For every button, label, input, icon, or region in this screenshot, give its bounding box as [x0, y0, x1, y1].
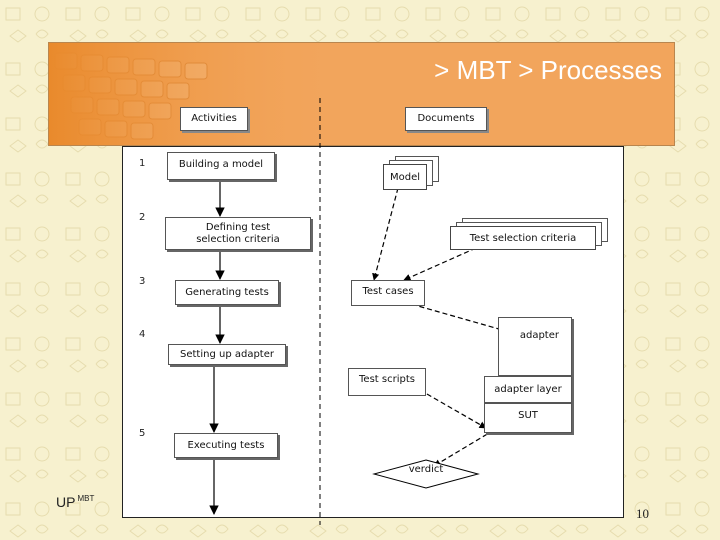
doc-model: Model	[383, 156, 439, 190]
step-number-1: 1	[139, 158, 146, 169]
step-number-2: 2	[139, 212, 146, 223]
activity-executing-tests: Executing tests	[174, 433, 278, 458]
activity-setting-up-adapter: Setting up adapter	[168, 344, 286, 365]
keyboard-image	[49, 43, 674, 145]
doc-test-scripts: Test scripts	[348, 368, 426, 396]
doc-adapter-layer: adapter layer	[484, 376, 572, 403]
activity-generating-tests: Generating tests	[175, 280, 279, 305]
doc-test-cases: Test cases	[351, 280, 425, 306]
documents-header: Documents	[405, 107, 487, 131]
page-title: > MBT > Processes	[434, 55, 662, 85]
decision-verdict	[372, 459, 480, 489]
verdict-label: verdict	[408, 464, 444, 475]
doc-sut: SUT	[484, 403, 572, 433]
activities-header: Activities	[180, 107, 248, 131]
doc-model-label: Model	[383, 164, 427, 190]
header-banner: > MBT > Processes	[48, 42, 675, 146]
logo-main-text: UP	[56, 494, 76, 510]
doc-criteria-label: Test selection criteria	[450, 226, 596, 250]
page-number: 10	[636, 506, 649, 521]
doc-test-selection-criteria: Test selection criteria	[450, 218, 610, 250]
activity-building-model: Building a model	[167, 152, 275, 180]
doc-adapter: adapter	[498, 317, 572, 376]
step-number-5: 5	[139, 428, 146, 439]
step-number-3: 3	[139, 276, 146, 287]
logo-sup-text: MBT	[77, 494, 95, 503]
activity-defining-criteria: Defining test selection criteria	[165, 217, 311, 250]
step-number-4: 4	[139, 329, 146, 340]
